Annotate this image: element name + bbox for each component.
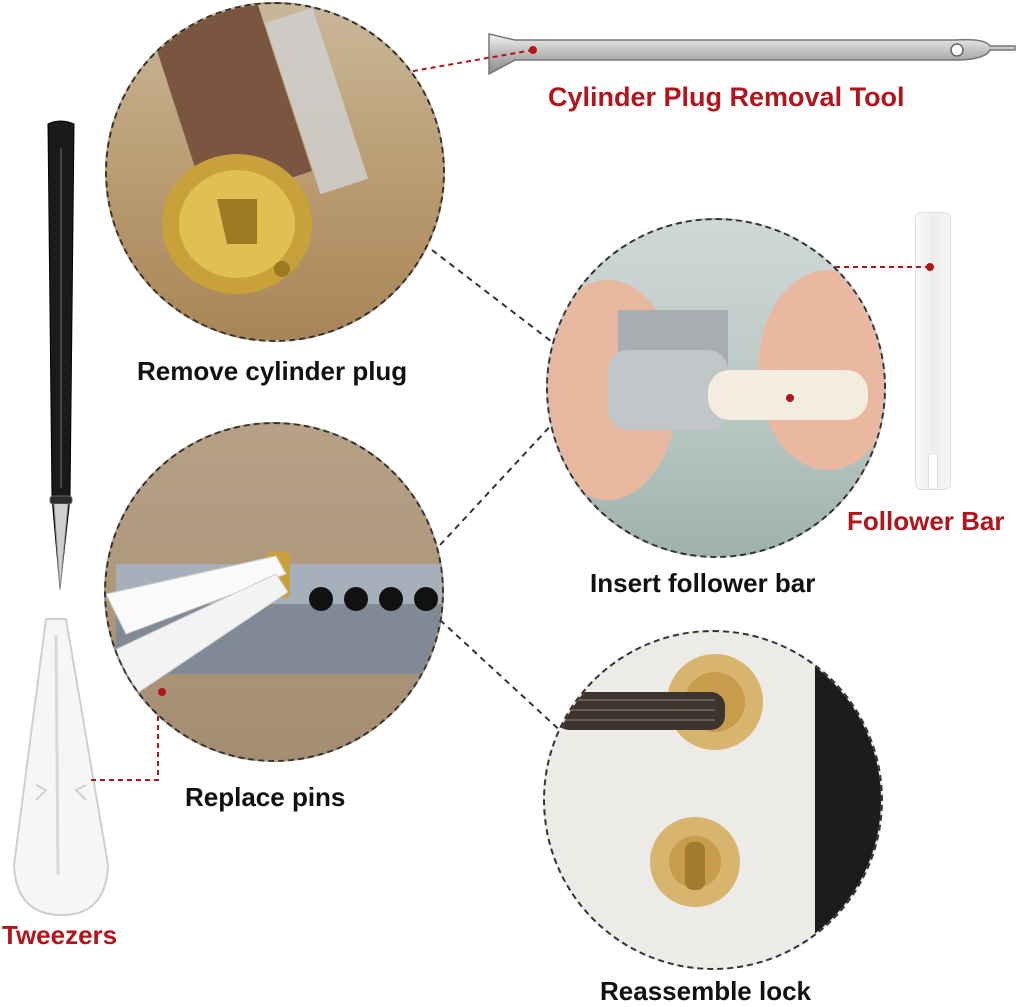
- follower-bar-image: [915, 212, 951, 490]
- step-replace-pins-photo: [104, 422, 444, 762]
- follower-bar-label: Follower Bar: [847, 506, 1005, 536]
- removal-tool-label: Cylinder Plug Removal Tool: [548, 82, 905, 112]
- step-replace-pins-caption: Replace pins: [185, 782, 346, 812]
- step-reassemble-caption: Reassemble lock: [600, 976, 812, 1006]
- white-tweezers-image: [12, 618, 110, 917]
- step-insert-follower-caption: Insert follower bar: [590, 568, 816, 598]
- step-reassemble-photo: [543, 630, 883, 970]
- step-remove-plug-photo: [105, 2, 445, 342]
- tweezers-label: Tweezers: [2, 920, 118, 950]
- plug-removal-tool-image: [488, 33, 1016, 76]
- black-tweezers-image: [47, 120, 75, 591]
- step-remove-plug-caption: Remove cylinder plug: [137, 356, 408, 386]
- step-insert-follower-photo: [546, 218, 886, 558]
